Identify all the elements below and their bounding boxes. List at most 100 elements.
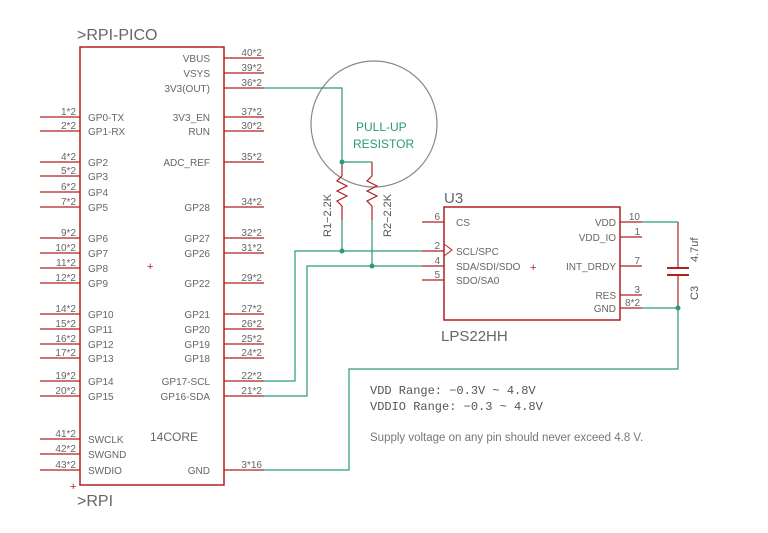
pin-number: 17*2: [55, 348, 76, 359]
pin-name: GP18: [184, 354, 210, 365]
pin-name: 3V3(OUT): [164, 84, 210, 95]
sensor-symbol: U3 LPS22HH + 6CS2SCL/SPC4SDA/SDI/SDO5SDO…: [422, 190, 642, 345]
pin-name: SWGND: [88, 450, 126, 461]
wire-gnd: [264, 308, 679, 471]
wire-sda: [264, 265, 422, 397]
pin-number: 15*2: [55, 319, 76, 330]
resistor-r1: R1−2.2K: [322, 162, 349, 237]
resistor-r2: R2−2.2K: [365, 162, 394, 237]
pin-name: GP20: [184, 325, 210, 336]
c3-name: C3: [689, 286, 701, 300]
pico-name: >RPI-PICO: [77, 27, 157, 44]
pin-number: 41*2: [55, 429, 76, 440]
pin-number: 43*2: [55, 460, 76, 471]
r1-label: R1−2.2K: [322, 193, 334, 237]
pin-number: 40*2: [241, 48, 262, 59]
pin-number: 31*2: [241, 243, 262, 254]
origin-cross: +: [147, 261, 153, 273]
pin-number: 36*2: [241, 78, 262, 89]
wire-3v3: [264, 87, 343, 162]
pin-name: VDD_IO: [579, 233, 616, 244]
pin-name: SDO/SA0: [456, 276, 500, 287]
pin-name: SDA/SDI/SDO: [456, 262, 521, 273]
pin-number: 26*2: [241, 319, 262, 330]
pin-number: 6*2: [61, 182, 76, 193]
pin-number: 8*2: [625, 298, 640, 309]
pin-number: 2: [434, 241, 440, 252]
pin-name: GP0-TX: [88, 113, 124, 124]
pin-number: 20*2: [55, 386, 76, 397]
pin-name: GP17-SCL: [162, 377, 211, 388]
sensor-name: U3: [444, 190, 463, 207]
pin-name: RES: [595, 291, 616, 302]
pin-name: GP8: [88, 264, 108, 275]
pin-number: 10: [629, 212, 641, 223]
pin-number: 3: [634, 285, 640, 296]
pin: 36*2 3V3(OUT): [164, 78, 264, 95]
pico-body: [79, 46, 225, 486]
pin-number: 27*2: [241, 304, 262, 315]
pin-name: GP4: [88, 188, 108, 199]
pin-number: 5*2: [61, 166, 76, 177]
pin-number: 9*2: [61, 228, 76, 239]
pin-name: GP13: [88, 354, 114, 365]
pin-number: 21*2: [241, 386, 262, 397]
pin-number: 4*2: [61, 152, 76, 163]
pin-number: 1: [634, 227, 640, 238]
pin-name: GP26: [184, 249, 210, 260]
pin-name: GP3: [88, 172, 108, 183]
pico-core-label: 14CORE: [150, 430, 198, 444]
pin-name: VBUS: [183, 54, 211, 65]
pin-name: GP1-RX: [88, 127, 126, 138]
pin-name: GP28: [184, 203, 210, 214]
r2-label: R2−2.2K: [382, 193, 394, 237]
pin: 6CS: [422, 212, 470, 229]
pin-name: GP5: [88, 203, 108, 214]
pin-number: 7: [634, 256, 640, 267]
pin-number: 42*2: [55, 444, 76, 455]
pin-name: GND: [594, 304, 616, 315]
annotation-line1: PULL-UP: [356, 120, 407, 134]
pin-number: 14*2: [55, 304, 76, 315]
pin-number: 32*2: [241, 228, 262, 239]
pin-name: RUN: [188, 127, 210, 138]
pin-name: GP10: [88, 310, 114, 321]
pin-name: GP21: [184, 310, 210, 321]
pin-number: 16*2: [55, 334, 76, 345]
note-supply: Supply voltage on any pin should never e…: [370, 432, 643, 444]
junction-dot: [339, 248, 345, 254]
pin-name: CS: [456, 218, 470, 229]
pin-name: SWCLK: [88, 435, 124, 446]
annotation-line2: RESISTOR: [353, 137, 414, 151]
pin-number: 39*2: [241, 63, 262, 74]
pico-left-pins: 1*2GP0-TX2*2GP1-RX4*2GP25*2GP36*2GP47*2G…: [40, 107, 126, 477]
pin-number: 37*2: [241, 107, 262, 118]
pin-name: 3V3_EN: [173, 113, 210, 124]
pin-number: 7*2: [61, 197, 76, 208]
pin-number: 5: [434, 270, 440, 281]
sensor-value: LPS22HH: [441, 328, 508, 345]
